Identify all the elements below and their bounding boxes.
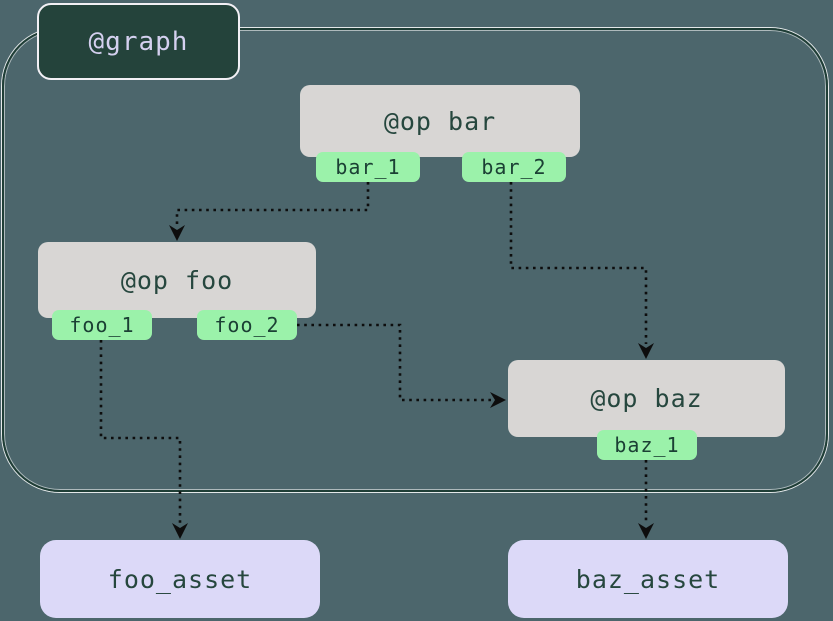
- op-foo-label: @op foo: [120, 265, 234, 295]
- output-tag-foo-1: foo_1: [52, 310, 152, 340]
- output-tag-foo-1-label: foo_1: [69, 313, 135, 337]
- output-tag-bar-1-label: bar_1: [335, 155, 401, 179]
- graph-label-text: @graph: [88, 26, 189, 57]
- asset-node-foo-asset: foo_asset: [40, 540, 320, 618]
- output-tag-foo-2: foo_2: [197, 310, 297, 340]
- op-node-bar: @op bar: [300, 85, 580, 157]
- op-bar-label: @op bar: [383, 106, 497, 136]
- asset-baz-label: baz_asset: [575, 564, 721, 594]
- asset-node-baz-asset: baz_asset: [508, 540, 788, 618]
- output-tag-baz-1: baz_1: [597, 430, 697, 460]
- output-tag-bar-2: bar_2: [462, 152, 566, 182]
- asset-foo-label: foo_asset: [107, 564, 253, 594]
- op-node-baz: @op baz: [508, 360, 785, 437]
- graph-container-outline: [2, 28, 828, 492]
- output-tag-bar-2-label: bar_2: [481, 155, 547, 179]
- output-tag-baz-1-label: baz_1: [614, 433, 680, 457]
- op-node-foo: @op foo: [38, 242, 316, 318]
- op-baz-label: @op baz: [590, 384, 703, 413]
- output-tag-bar-1: bar_1: [316, 152, 420, 182]
- graph-label: @graph: [37, 3, 240, 80]
- output-tag-foo-2-label: foo_2: [214, 313, 280, 337]
